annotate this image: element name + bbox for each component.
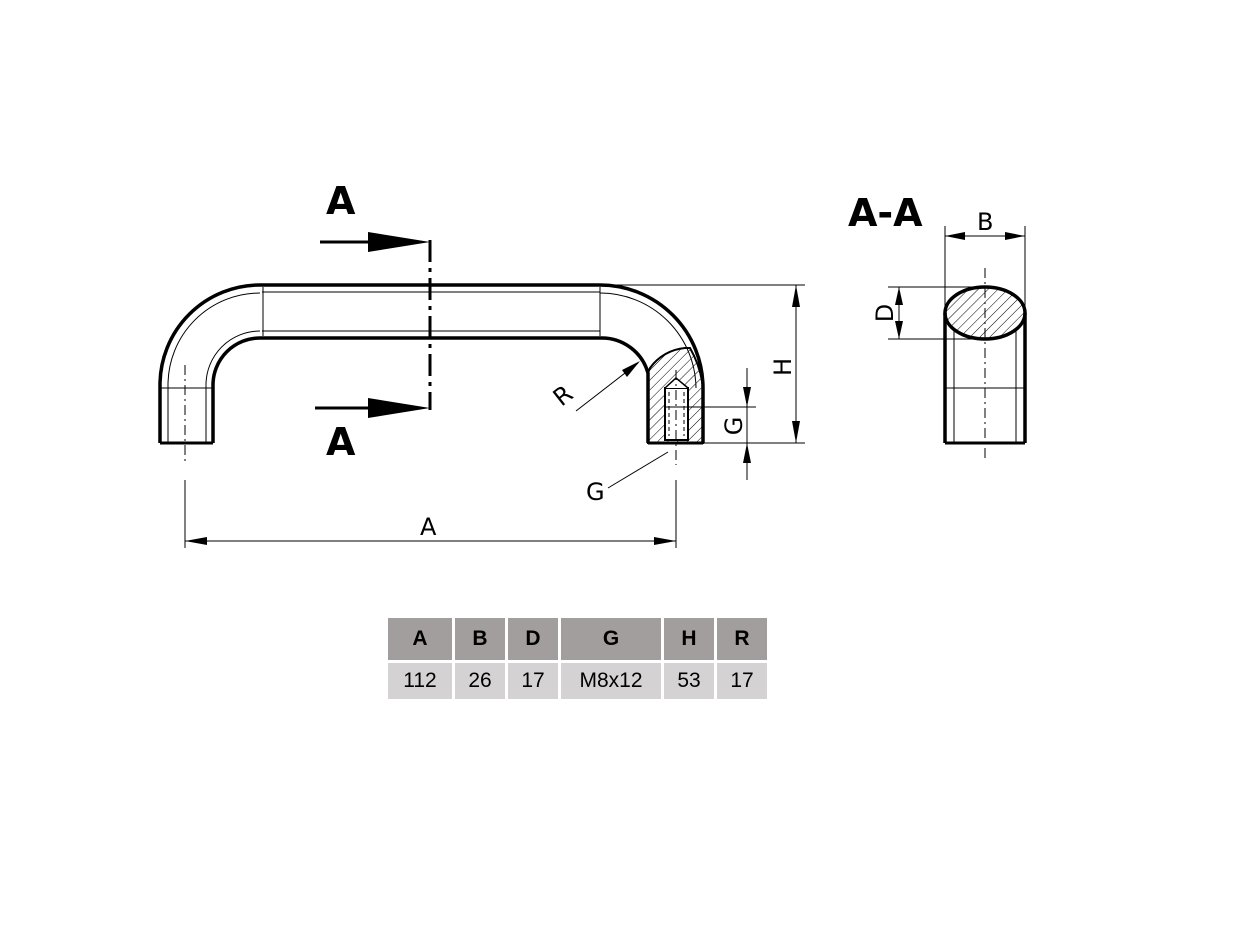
header-cell-r: R — [717, 618, 767, 660]
header-cell-g: G — [561, 618, 661, 660]
value-cell-h: 53 — [664, 663, 714, 699]
section-view — [943, 268, 1027, 460]
section-cut-line — [315, 232, 432, 418]
value-cell-b: 26 — [455, 663, 505, 699]
header-cell-b: B — [455, 618, 505, 660]
threaded-hole-section — [647, 347, 704, 465]
section-marker-top: A — [326, 179, 356, 223]
dimension-b — [944, 226, 1026, 313]
dimension-d — [888, 286, 985, 340]
thread-leader-line — [607, 451, 669, 489]
dimension-r — [575, 361, 640, 412]
section-view-title: A-A — [848, 191, 923, 235]
table-header-row: A B D G H R — [388, 618, 767, 660]
dimension-label-g-depth: G — [720, 417, 748, 436]
dimension-g-depth — [688, 368, 756, 480]
header-cell-a: A — [388, 618, 452, 660]
dimension-label-b: B — [977, 208, 993, 236]
section-marker-bottom: A — [326, 420, 356, 464]
table-row: 112 26 17 M8x12 53 17 — [388, 663, 767, 699]
header-cell-h: H — [664, 618, 714, 660]
dimension-label-d: D — [871, 304, 899, 322]
value-cell-a: 112 — [388, 663, 452, 699]
header-cell-d: D — [508, 618, 558, 660]
value-cell-g: M8x12 — [561, 663, 661, 699]
dimension-label-g-thread: G — [586, 478, 605, 506]
value-cell-r: 17 — [717, 663, 767, 699]
dimension-label-a: A — [420, 513, 437, 541]
dimension-a — [184, 480, 677, 548]
dimension-label-h: H — [769, 358, 797, 376]
dimension-h — [608, 284, 805, 444]
dimension-label-r: R — [548, 380, 578, 412]
value-cell-d: 17 — [508, 663, 558, 699]
dimension-table: A B D G H R 112 26 17 M8x12 53 17 — [385, 615, 770, 702]
technical-drawing: A A A H G G R A-A — [158, 179, 1027, 548]
